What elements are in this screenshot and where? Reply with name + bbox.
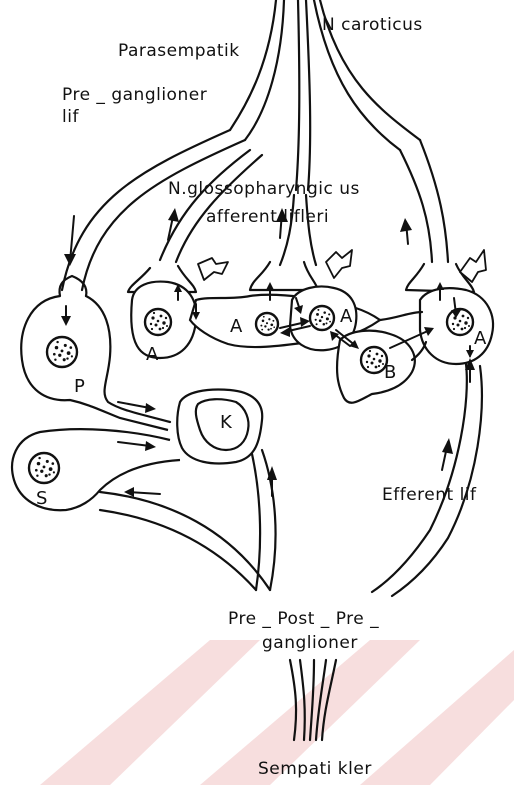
- nerve-endings: [60, 262, 475, 296]
- label-cell-a3: A: [340, 306, 353, 327]
- label-cell-k: K: [220, 412, 233, 433]
- label-efferent-lif: Efferent lif: [382, 485, 477, 505]
- label-cell-a4: A: [474, 328, 487, 349]
- lower-fibers: [100, 364, 482, 596]
- label-ganglioner: ganglioner: [262, 633, 358, 653]
- label-n-caroticus: N caroticus: [322, 15, 423, 35]
- label-cell-a2: A: [230, 316, 243, 337]
- label-lif: lif: [62, 107, 79, 127]
- label-sempatikler: Sempati kler: [258, 759, 372, 779]
- label-pre-ganglioner: Pre _ ganglioner: [62, 85, 207, 105]
- label-glosso-2: afferent lifleri: [206, 207, 329, 227]
- label-cell-b: B: [384, 362, 396, 383]
- arrows: [61, 208, 486, 497]
- cell-cluster: [131, 282, 493, 403]
- label-cell-p: P: [74, 376, 85, 397]
- label-parasempatik: Parasempatik: [118, 41, 240, 61]
- label-pre-post-pre: Pre _ Post _ Pre _: [228, 609, 379, 629]
- label-glosso-1: N.glossopharyngic us: [168, 179, 360, 199]
- labels: N caroticus Parasempatik Pre _ ganglione…: [36, 15, 487, 779]
- label-cell-s: S: [36, 488, 47, 509]
- label-cell-a1: A: [146, 344, 159, 365]
